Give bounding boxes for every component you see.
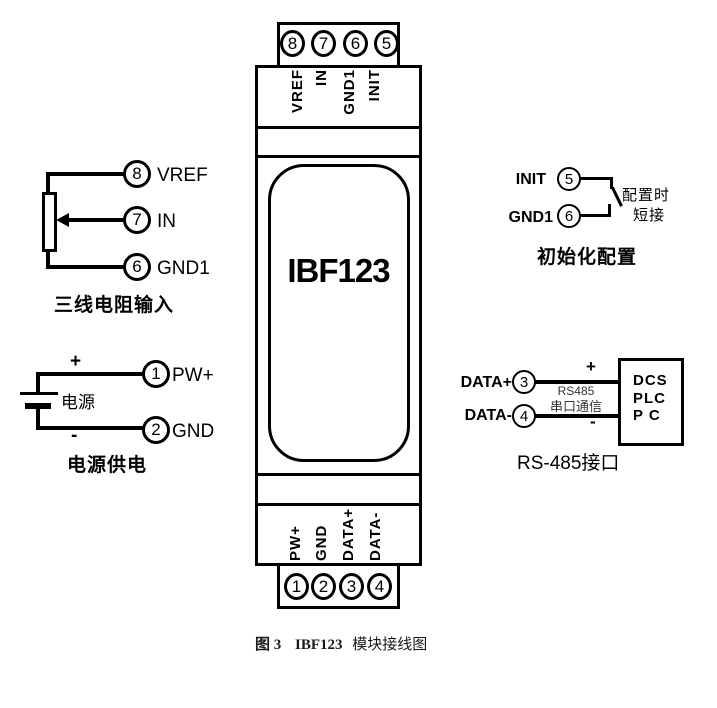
module-divider: [258, 155, 419, 158]
terminal-circle-4: 4: [367, 573, 392, 600]
power-terminal-2: 2: [142, 416, 170, 444]
device-line-dcs: DCS: [633, 372, 668, 389]
gnd1-label: GND1: [508, 209, 553, 226]
wire: [46, 250, 50, 269]
pin-label-in: IN: [313, 69, 330, 86]
terminal-number: 8: [132, 164, 142, 183]
power-terminal-1: 1: [142, 360, 170, 388]
rtd-label-vref: VREF: [157, 165, 208, 186]
wire-gnd: [36, 426, 146, 430]
figure-caption-prefix: 图 3: [255, 637, 282, 653]
rs485-plus-sign: +: [586, 357, 596, 376]
power-plus-sign: +: [70, 351, 82, 372]
potentiometer-body: [42, 192, 57, 252]
pin-label-init: INIT: [366, 69, 383, 102]
power-caption: 电源供电: [67, 455, 148, 476]
rtd-label-in: IN: [157, 211, 176, 232]
dcs-device-box: [618, 358, 684, 446]
terminal-number: 2: [318, 576, 329, 596]
wire-vref: [46, 172, 125, 176]
pin-label-pw: PW+: [287, 525, 304, 561]
wire-gnd1-init: [580, 214, 611, 217]
wire-in: [66, 218, 125, 222]
init-note-line2: 短接: [633, 207, 666, 224]
terminal-number: 3: [346, 576, 357, 596]
terminal-number: 2: [151, 420, 161, 439]
module-faceplate: [268, 164, 410, 462]
terminal-number: 3: [519, 373, 529, 391]
rtd-terminal-6: 6: [123, 253, 151, 281]
wire: [36, 372, 40, 394]
rs485-terminal-3: 3: [512, 370, 536, 394]
wire-pw: [36, 372, 144, 376]
module-divider: [258, 503, 419, 506]
module-divider: [258, 473, 419, 476]
wire-data-plus: [535, 380, 618, 384]
wire-data-minus: [535, 414, 618, 418]
module-divider: [258, 126, 419, 129]
init-terminal-5: 5: [557, 167, 581, 191]
wire-init: [580, 177, 613, 180]
figure-caption: 图 3 IBF123 模块接线图: [255, 633, 427, 654]
battery-plate-long: [20, 392, 58, 395]
potentiometer-wiper-arrowhead: [56, 213, 69, 227]
wire: [46, 172, 50, 195]
terminal-number: 6: [564, 207, 574, 225]
terminal-number: 1: [291, 576, 302, 596]
terminal-circle-3: 3: [339, 573, 364, 600]
init-label: INIT: [515, 171, 546, 188]
rtd-label-gnd1: GND1: [157, 258, 210, 279]
terminal-circle-6: 6: [343, 30, 368, 57]
rs485-bus-line2: 串口通信: [549, 399, 602, 414]
pin-label-vref: VREF: [289, 69, 306, 114]
data-minus-label: DATA-: [464, 407, 512, 424]
terminal-circle-8: 8: [280, 30, 305, 57]
figure-caption-model: IBF123: [295, 637, 343, 653]
terminal-number: 4: [374, 576, 385, 596]
init-terminal-6: 6: [557, 204, 581, 228]
terminal-number: 8: [287, 33, 298, 53]
figure-caption-title: 模块接线图: [352, 637, 428, 653]
terminal-circle-7: 7: [311, 30, 336, 57]
terminal-number: 7: [318, 33, 329, 53]
module-name: IBF123: [287, 252, 390, 289]
init-note-line1: 配置时: [622, 187, 671, 204]
rtd-terminal-7: 7: [123, 206, 151, 234]
rs485-bus-line1: RS485: [557, 384, 595, 398]
pin-label-datap: DATA+: [340, 507, 357, 561]
pin-label-gnd: GND: [313, 524, 330, 561]
switch-top-stub: [610, 177, 613, 189]
device-line-pc: P C: [633, 407, 661, 424]
module-body: [255, 65, 422, 566]
terminal-circle-2: 2: [311, 573, 336, 600]
terminal-circle-5: 5: [374, 30, 399, 57]
terminal-circle-1: 1: [284, 573, 309, 600]
data-plus-label: DATA+: [460, 374, 512, 391]
rtd-caption: 三线电阻输入: [54, 295, 175, 316]
rs485-caption: RS-485接口: [517, 453, 620, 474]
terminal-number: 6: [132, 257, 142, 276]
terminal-number: 5: [381, 33, 392, 53]
power-label-pw: PW+: [172, 365, 214, 386]
device-line-plc: PLC: [633, 390, 666, 407]
terminal-number: 5: [564, 170, 574, 188]
wire-gnd1: [46, 265, 125, 269]
battery-label: 电源: [61, 393, 95, 412]
terminal-number: 1: [151, 364, 161, 383]
init-caption: 初始化配置: [537, 247, 638, 268]
pin-label-gnd1: GND1: [341, 69, 358, 115]
pin-label-datam: DATA-: [367, 511, 384, 561]
battery-plate-short: [25, 403, 51, 409]
wire: [36, 409, 40, 430]
rs485-terminal-4: 4: [512, 404, 536, 428]
terminal-number: 4: [519, 407, 529, 425]
rtd-terminal-8: 8: [123, 160, 151, 188]
rs485-minus-sign: -: [590, 412, 596, 431]
terminal-number: 7: [132, 210, 142, 229]
power-minus-sign: -: [71, 425, 78, 446]
switch-bottom-stub: [608, 204, 611, 217]
terminal-number: 6: [350, 33, 361, 53]
power-label-gnd: GND: [172, 421, 215, 442]
